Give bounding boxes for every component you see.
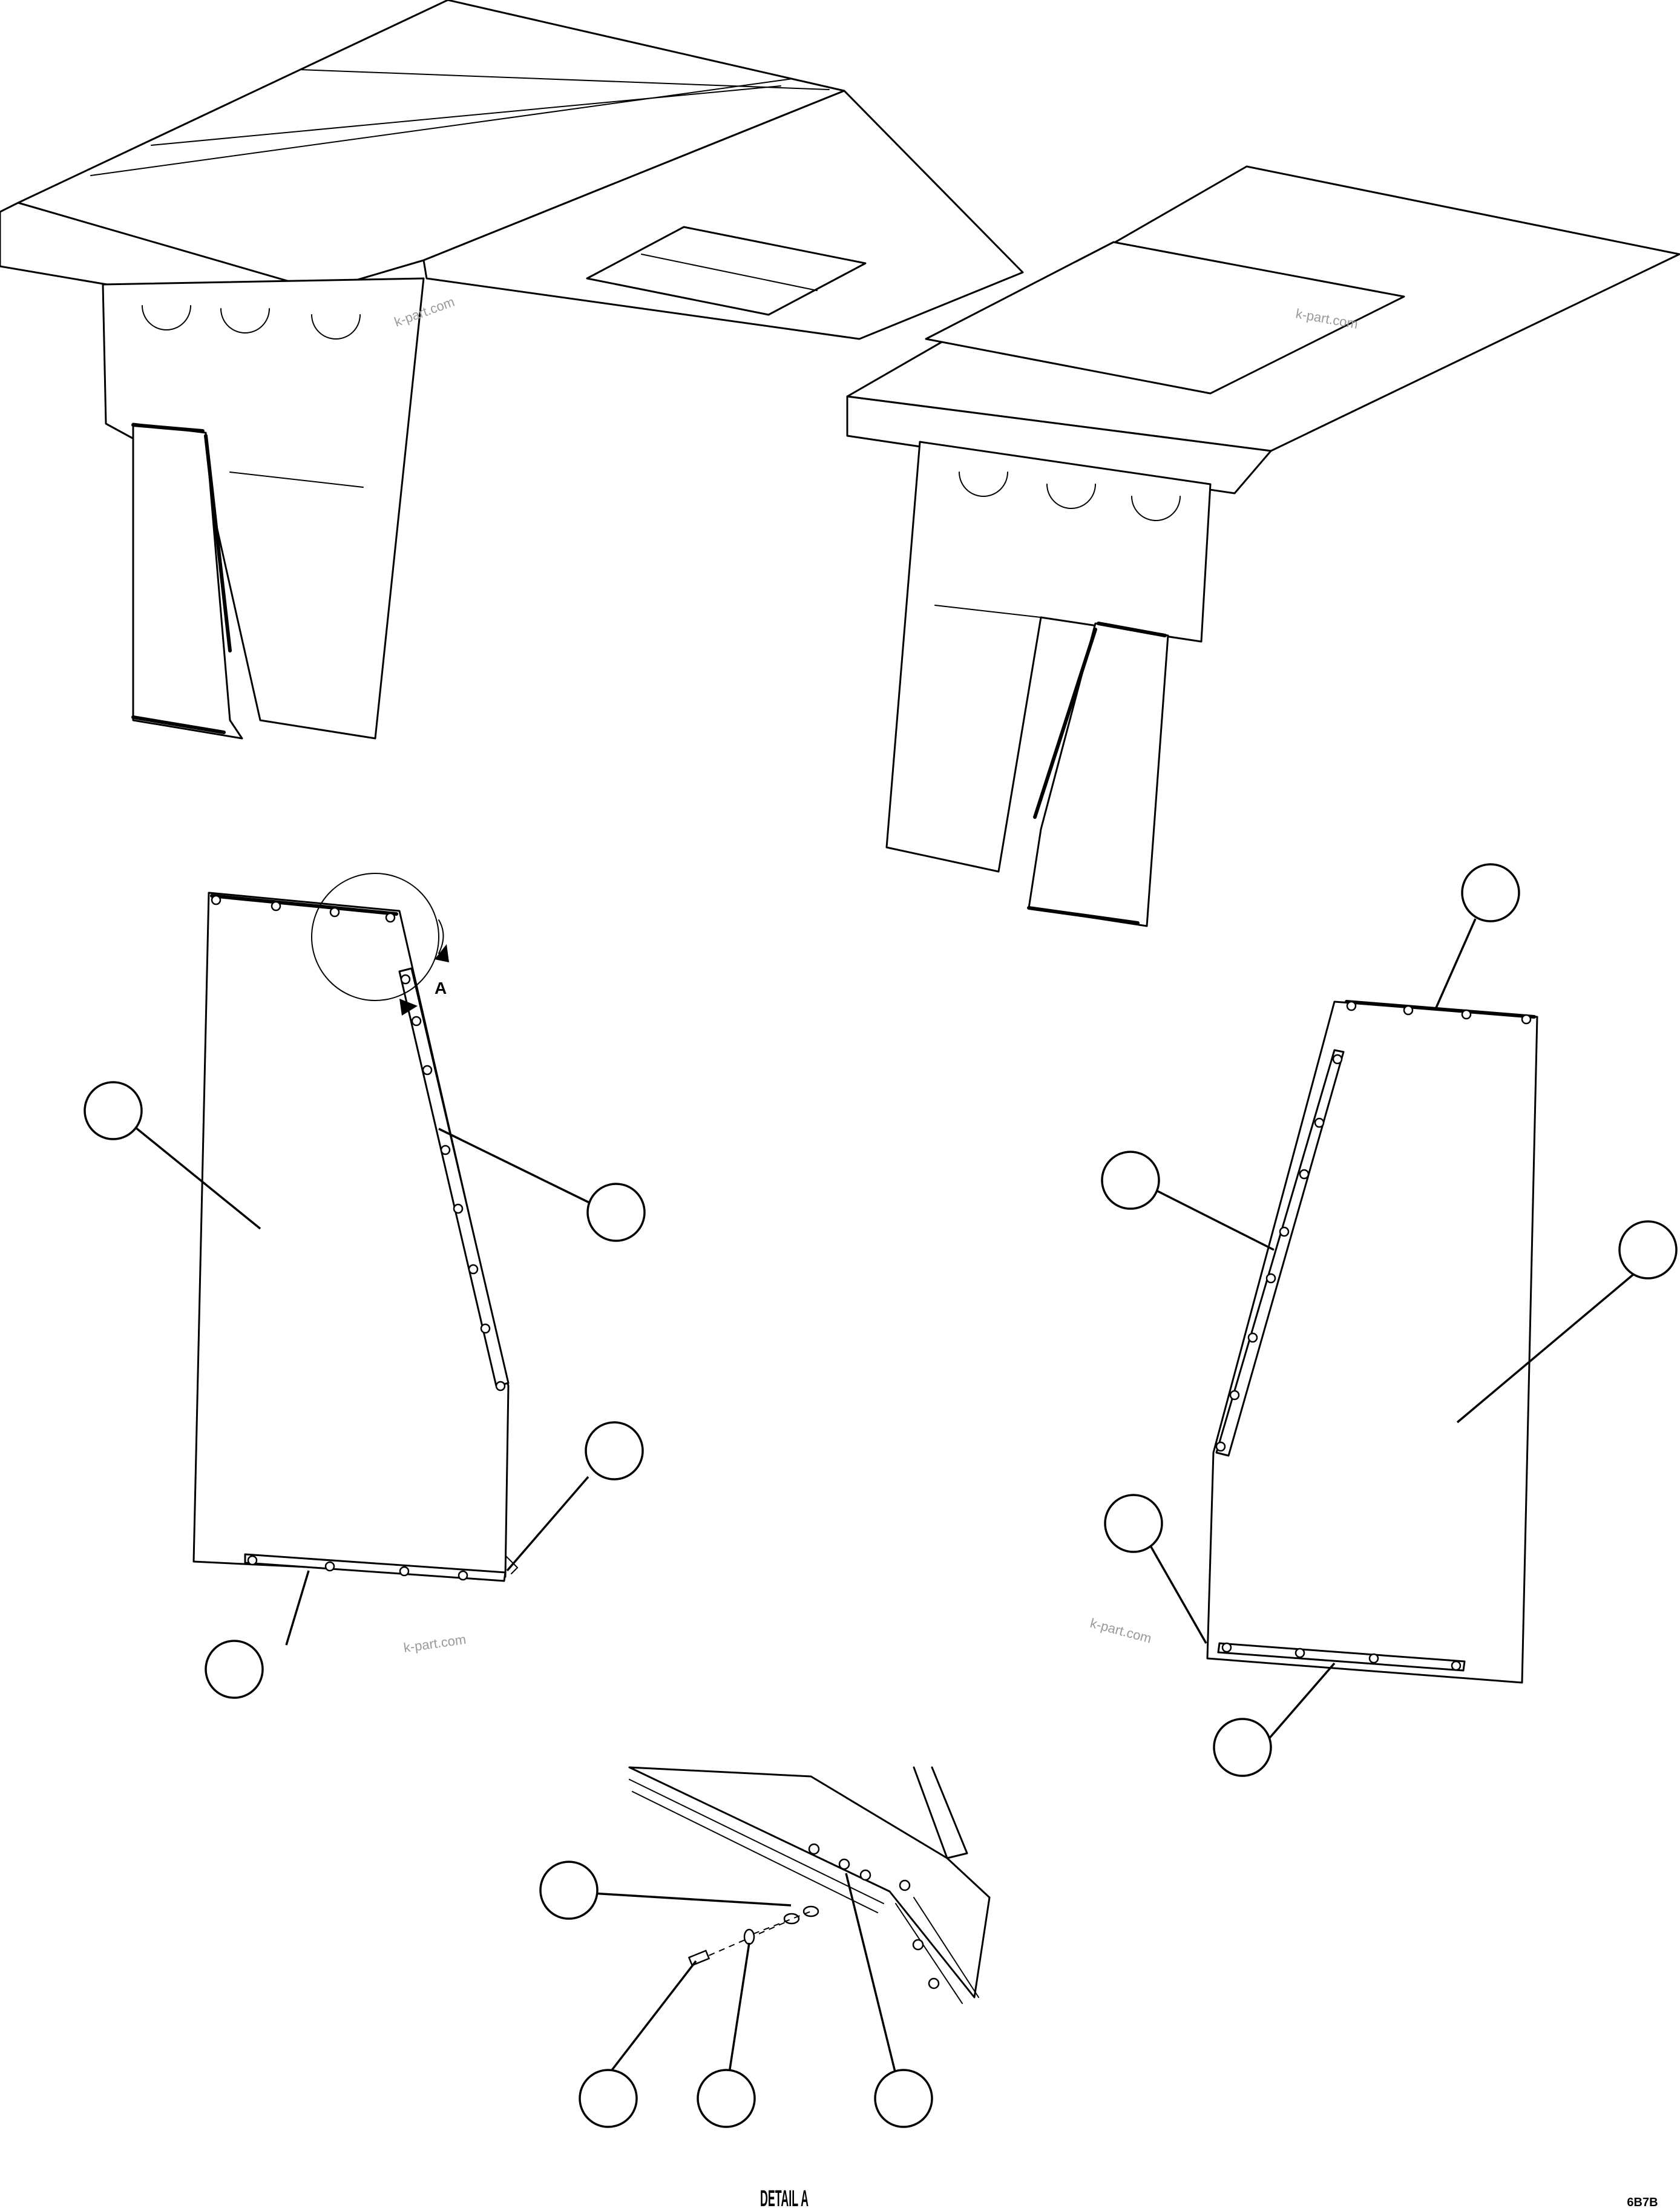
- callout-balloon: [697, 2069, 756, 2128]
- callout-balloon: [1618, 1220, 1678, 1280]
- left-panel-top-flange: [210, 894, 398, 916]
- callout-balloon: [539, 1861, 599, 1920]
- right-platform-edge: [846, 395, 1272, 494]
- callout-balloon: [84, 1081, 143, 1140]
- left-panel-bottom-flange: [244, 1553, 507, 1582]
- callout-balloon: [579, 2069, 638, 2128]
- detail-a-circle: [311, 873, 439, 1001]
- callout-balloon: [1101, 1151, 1160, 1210]
- center-tray-plate: [586, 226, 867, 316]
- right-platform-recess: [925, 241, 1405, 395]
- right-panel-angle-flange: [1215, 1049, 1345, 1457]
- callouts: [84, 863, 1678, 2128]
- detail-a-caption: DETAIL A: [760, 2186, 809, 2211]
- seat-assembly-view: [0, 0, 1680, 927]
- figure-code: 6B7B: [1627, 2196, 1658, 2209]
- right-panel-top-flange: [1345, 1000, 1536, 1019]
- watermark: k-part.com: [1089, 1615, 1153, 1646]
- left-pedestal: [102, 277, 425, 740]
- detail-a-view: [628, 1766, 991, 2004]
- callout-balloon: [1461, 863, 1520, 922]
- detail-a-marker: A: [435, 979, 447, 997]
- callout-balloon: [1213, 1718, 1272, 1777]
- callout-balloon: [1104, 1494, 1163, 1553]
- right-side-panel-view: [1206, 1000, 1538, 1684]
- callout-balloon: [585, 1421, 644, 1480]
- callout-balloon: [586, 1183, 646, 1242]
- callout-balloon: [205, 1640, 264, 1699]
- callout-balloon: [874, 2069, 933, 2128]
- watermark: k-part.com: [402, 1632, 467, 1655]
- left-side-panel-view: A: [192, 873, 519, 1582]
- center-tray: [422, 90, 1024, 340]
- right-panel-bottom-flange: [1217, 1642, 1466, 1672]
